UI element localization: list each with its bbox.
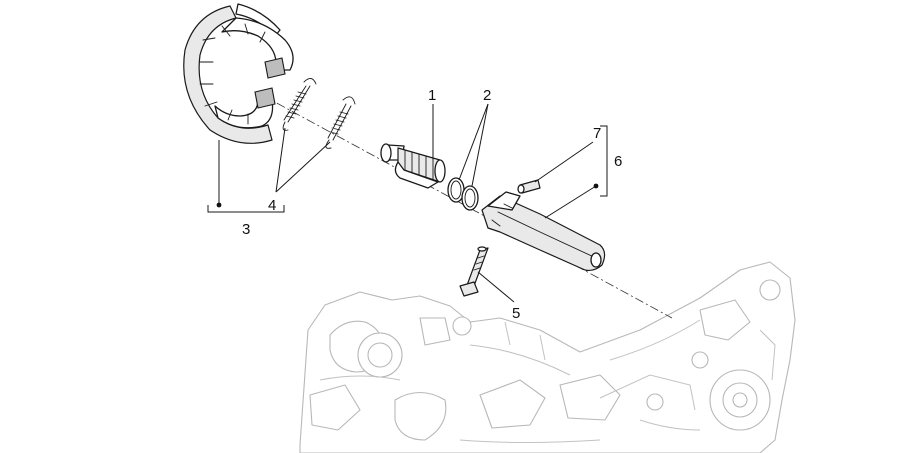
leader-2b bbox=[471, 103, 489, 187]
bracket-3-dot bbox=[216, 202, 222, 208]
callout-5: 5 bbox=[512, 305, 520, 322]
crankcase-ghost bbox=[299, 261, 796, 453]
bracket-3 bbox=[207, 205, 285, 213]
leader-7 bbox=[534, 141, 594, 183]
o-ring-2 bbox=[461, 185, 479, 211]
bolt bbox=[459, 246, 489, 297]
leader-4a bbox=[275, 127, 286, 193]
callout-3: 3 bbox=[242, 221, 250, 238]
pin bbox=[517, 179, 541, 194]
callout-4: 4 bbox=[268, 197, 276, 214]
brake-spring-lower bbox=[325, 96, 356, 149]
callout-1: 1 bbox=[428, 87, 436, 104]
leader-6 bbox=[544, 185, 597, 219]
leader-5 bbox=[477, 271, 515, 303]
bracket-6 bbox=[600, 125, 608, 197]
o-ring-1-inner bbox=[450, 180, 462, 200]
brake-spring-upper bbox=[282, 78, 317, 131]
o-ring-2-inner bbox=[464, 188, 476, 208]
callout-2: 2 bbox=[483, 87, 491, 104]
leader-2a bbox=[458, 103, 489, 181]
brake-shoe bbox=[183, 3, 294, 144]
bracket-6-dot bbox=[593, 183, 599, 189]
callout-7: 7 bbox=[593, 125, 601, 142]
brake-cam-shaft bbox=[380, 143, 446, 189]
leader-4b bbox=[275, 141, 331, 193]
callout-6: 6 bbox=[614, 153, 622, 170]
brake-lever bbox=[481, 191, 606, 272]
